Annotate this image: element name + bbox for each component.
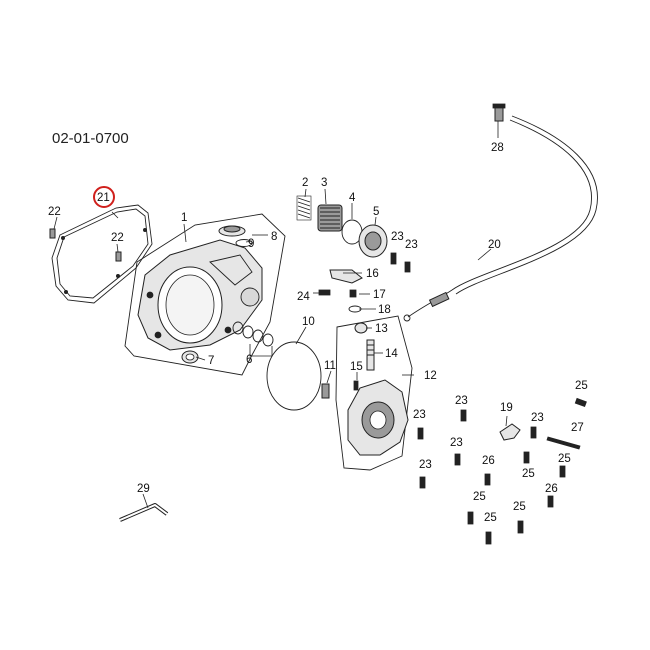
callout-2: 2	[302, 177, 308, 189]
bolt	[390, 252, 397, 265]
callout-25: 25	[513, 501, 526, 513]
diagram-code: 02-01-0700	[52, 130, 129, 147]
callout-25: 25	[473, 491, 486, 503]
o-ring-small	[235, 239, 253, 247]
cable-adjuster	[492, 103, 506, 122]
callout-21: 21	[97, 192, 110, 204]
dowel-pin	[115, 251, 122, 262]
callout-29: 29	[137, 483, 150, 495]
strainer-screen	[218, 225, 246, 237]
callout-14: 14	[385, 348, 398, 360]
oil-seal	[181, 350, 199, 364]
callout-23: 23	[531, 412, 544, 424]
pin	[349, 289, 357, 298]
assembly-frame-1	[124, 213, 286, 376]
callout-12: 12	[424, 370, 437, 382]
bolt	[574, 397, 587, 408]
callout-8: 8	[271, 231, 277, 243]
bolt	[559, 465, 566, 478]
callout-27: 27	[571, 422, 584, 434]
callout-25: 25	[575, 380, 588, 392]
callout-7: 7	[208, 355, 214, 367]
callout-22: 22	[48, 206, 61, 218]
callout-6: 6	[246, 354, 252, 366]
bolt	[485, 531, 492, 545]
callout-25: 25	[558, 453, 571, 465]
callout-10: 10	[302, 316, 315, 328]
cover-gasket	[51, 204, 153, 304]
release-shaft	[366, 339, 375, 371]
callout-18: 18	[378, 304, 391, 316]
callout-23: 23	[391, 231, 404, 243]
bolt	[517, 520, 524, 534]
callout-11: 11	[324, 360, 336, 372]
callout-1: 1	[181, 212, 187, 224]
callout-25: 25	[522, 468, 535, 480]
callout-15: 15	[350, 361, 363, 373]
oil-filter	[317, 204, 343, 232]
bolt	[318, 289, 331, 296]
callout-26: 26	[545, 483, 558, 495]
callout-22: 22	[111, 232, 124, 244]
callout-23: 23	[450, 437, 463, 449]
bolt	[523, 451, 530, 464]
long-bolt	[546, 436, 581, 450]
dowel-pin	[49, 228, 56, 239]
bolt	[419, 476, 426, 489]
hex-key	[119, 503, 169, 522]
bolt	[460, 409, 467, 422]
callout-5: 5	[373, 206, 379, 218]
callout-23: 23	[405, 239, 418, 251]
callout-23: 23	[455, 395, 468, 407]
clutch-cable	[403, 115, 598, 322]
callout-24: 24	[297, 291, 310, 303]
callout-16: 16	[366, 268, 379, 280]
clutch-cover	[347, 379, 409, 456]
callout-23: 23	[419, 459, 432, 471]
highlight-ring	[93, 186, 115, 208]
seal-washer-set	[232, 321, 274, 347]
crankcase-cover	[137, 239, 263, 351]
bolt	[417, 427, 424, 440]
large-o-ring	[266, 341, 322, 411]
assembly-frame-12	[335, 315, 413, 471]
callout-labels: 1 2 3 4 5 6 7 8 9 10 11 12 13 14 15 16 1…	[48, 142, 588, 524]
callout-26: 26	[482, 455, 495, 467]
callout-4: 4	[349, 192, 356, 204]
callout-28: 28	[491, 142, 504, 154]
callout-13: 13	[375, 323, 388, 335]
spring	[296, 195, 312, 221]
leader-lines	[53, 121, 508, 509]
bolt	[530, 426, 537, 439]
release-arm	[329, 269, 363, 284]
bolt	[467, 511, 474, 525]
cable-bracket	[499, 423, 521, 441]
bolt	[404, 261, 411, 273]
callout-9: 9	[248, 238, 254, 250]
callout-3: 3	[321, 177, 327, 189]
callout-20: 20	[488, 239, 501, 251]
bolt	[454, 453, 461, 466]
callout-19: 19	[500, 402, 513, 414]
callout-17: 17	[373, 289, 386, 301]
callout-25: 25	[484, 512, 497, 524]
bolt	[547, 495, 554, 508]
bolt	[484, 473, 491, 486]
filter-cover	[358, 224, 388, 258]
pin-small	[353, 380, 359, 391]
callout-23: 23	[413, 409, 426, 421]
shaft-seal	[354, 322, 368, 334]
drain-bolt	[321, 383, 330, 399]
